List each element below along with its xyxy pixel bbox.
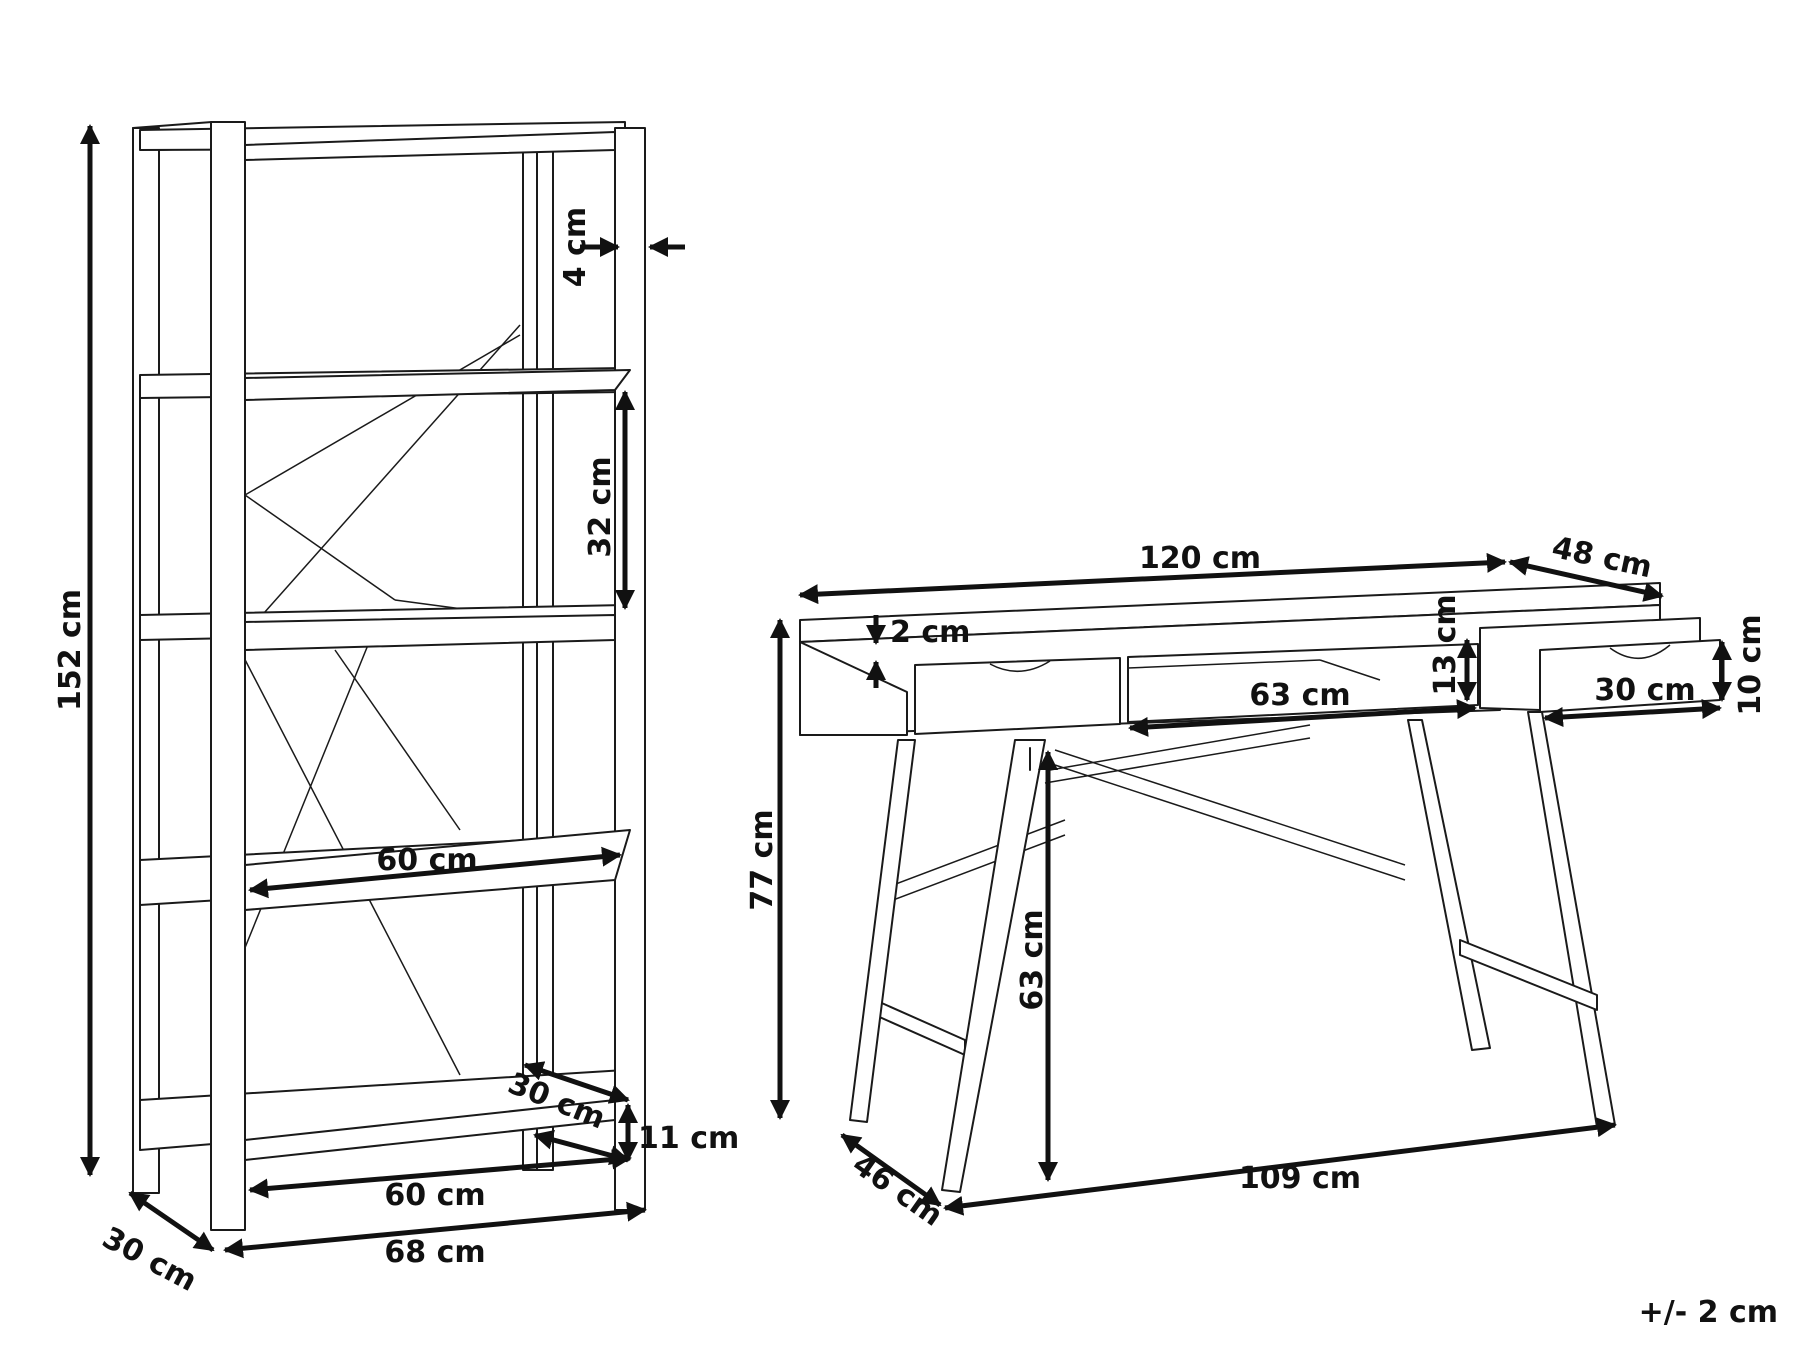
desk-middle-width-arrow — [1128, 699, 1477, 737]
desk-leg-width-arrow — [943, 1117, 1617, 1216]
shelf-outer-width-label: 68 cm — [384, 1235, 485, 1270]
shelf-bottom-depth-arrow-lower — [533, 1130, 630, 1165]
shelf-front-left-post — [210, 121, 246, 1231]
desk-middle-width-label: 63 cm — [1249, 678, 1350, 713]
desk-stretchers — [874, 724, 1598, 1056]
shelf-thickness-label: 4 cm — [558, 207, 593, 287]
desk-width-label: 120 cm — [1139, 541, 1261, 576]
desk-drawing — [799, 582, 1721, 1193]
desk-rear-legs — [1407, 711, 1616, 1128]
shelf-height-label: 152 cm — [53, 589, 88, 711]
desk-width-arrow — [798, 552, 1507, 605]
desk-drawer-width-label: 30 cm — [1594, 673, 1695, 708]
shelf-outer-width-arrow — [223, 1201, 647, 1259]
desk-leg-depth-arrow — [840, 1132, 942, 1208]
shelf-bottom-height-label: 11 cm — [638, 1121, 739, 1156]
shelf-board-width-label: 60 cm — [376, 843, 477, 878]
shelf-board-width-arrow — [248, 846, 622, 899]
shelf-gap-label: 32 cm — [583, 456, 618, 557]
desk-knee-height-label: 63 cm — [1015, 909, 1050, 1010]
desk-depth-arrow — [1508, 556, 1664, 602]
tolerance-note: +/- 2 cm — [1639, 1295, 1778, 1330]
desk-depth-label: 48 cm — [1549, 530, 1655, 585]
bookshelf-dimensions: 152 cm 30 cm 68 cm 60 cm 60 cm 32 cm 4 c… — [53, 124, 739, 1299]
desk-drawer-width-arrow — [1543, 699, 1722, 727]
desk-leg-depth-label: 46 cm — [846, 1147, 949, 1234]
bookshelf-drawing — [132, 121, 646, 1231]
shelf-back-left-frame — [132, 121, 213, 1194]
desk-height-label: 77 cm — [745, 809, 780, 910]
left-drawer-front[interactable] — [914, 657, 1121, 735]
desk-dimensions: 120 cm 48 cm 2 cm 13 cm 63 cm 30 cm 10 c… — [745, 530, 1768, 1234]
shelf-front-right-post — [614, 127, 646, 1211]
shelf-inner-width-label: 60 cm — [384, 1178, 485, 1213]
desk-top-thickness-label: 2 cm — [890, 615, 970, 650]
shelf-back-right-post — [522, 149, 554, 1171]
shelf-depth-arrow — [128, 1190, 215, 1253]
shelf-bottom-depth-arrow — [523, 1061, 630, 1104]
desk-drawer-height-label: 13 cm — [1428, 594, 1463, 695]
desk-drawer-front-height-label: 10 cm — [1733, 614, 1768, 715]
desk-leg-width-label: 109 cm — [1239, 1161, 1361, 1196]
